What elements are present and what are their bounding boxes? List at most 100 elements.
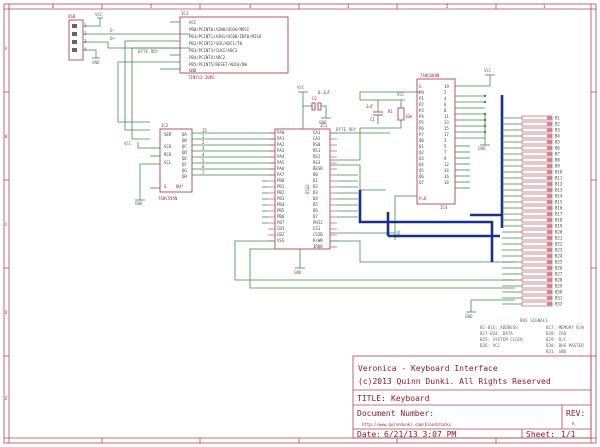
via-right-pin: CS1 <box>313 226 321 231</box>
bus-signals-title: BUS SIGNALS <box>520 318 548 323</box>
shift-ref: IC2 <box>161 123 169 128</box>
latch-pin: Q5 <box>419 168 424 173</box>
bus-signal-entry: B28: IRQ <box>546 331 567 336</box>
usb-connector: USB 1 2 3 4 <box>68 14 87 61</box>
via-right-pins: CA1CA2RS0RS1RS2RS3RESBD0D1D2D3D4D5D6D7PH… <box>313 130 358 249</box>
tiny-name: TINY13-20PU <box>188 75 215 80</box>
doc-url: http://www.quinndunki.com/blondihacks <box>362 422 452 427</box>
shift-left-pin: RCK <box>164 152 172 157</box>
shift-name: 74HC595N <box>158 196 178 201</box>
bus-finger-contact <box>547 278 552 282</box>
latch-pin: P3 <box>419 108 424 113</box>
usb-wires: VCC D- D+ GND <box>83 12 190 65</box>
c2-label: C2 <box>312 96 317 101</box>
bus-signal-entry: B26: VCC <box>480 343 501 348</box>
date-label: Date: <box>357 430 381 439</box>
gnd-label: GND <box>319 120 327 125</box>
latch-pin-num: 15 <box>444 126 449 131</box>
bus-finger-contact <box>547 188 552 192</box>
vcc-label: VCC <box>297 85 305 90</box>
frame-tick: 4 <box>249 4 252 9</box>
tiny-pin: GND <box>189 68 197 73</box>
r1-value: 10k <box>405 114 413 119</box>
shift-wires: GND VCC 15 1 2 3 4 5 6 7 <box>124 128 275 206</box>
bus-pin-label: B10 <box>555 169 563 174</box>
shift-left-pin: SER <box>164 132 172 137</box>
tiny-pin: PB0/PCINT0/AIN0/OC0A/MOSI <box>189 27 250 32</box>
c1-value: 1uF <box>366 104 374 109</box>
usb-ref: USB <box>68 14 76 19</box>
shift-right-pin: QD <box>182 150 187 155</box>
bus-pin-label: B21 <box>555 235 563 240</box>
latch-pin: P5 <box>419 120 424 125</box>
latch-pin: G <box>419 84 422 89</box>
frame-tick: 1 <box>543 4 546 9</box>
via-left-pin: VSS <box>277 238 285 243</box>
vcc-label: VCC <box>397 92 405 97</box>
shift-left-pin: G <box>164 184 167 189</box>
latch-pin-num: 9 <box>444 156 447 161</box>
shift-right-pin: QE <box>182 156 187 161</box>
bus-finger-contact <box>547 164 552 168</box>
latch-pin: Q2 <box>419 150 424 155</box>
bus-finger-contact <box>547 272 552 276</box>
bus-pin-label: B31 <box>555 295 563 300</box>
bus-finger-contact <box>547 296 552 300</box>
bus-pin-label: B8 <box>555 157 560 162</box>
project-title: Veronica - Keyboard Interface <box>358 364 498 373</box>
bus-signal-entry: B29: R/C <box>546 337 567 342</box>
latch-pin: P7 <box>419 132 424 137</box>
latch-pin-num: 4 <box>444 96 447 101</box>
bus-pin-label: B4 <box>555 133 560 138</box>
r1-label: R1 <box>388 109 393 114</box>
via-left-pin: CB2 <box>277 232 285 237</box>
latch-pin: P2 <box>419 102 424 107</box>
latch-pin: Q7 <box>419 180 424 185</box>
bus-finger-contact <box>547 158 552 162</box>
bus-finger-contact <box>547 116 552 120</box>
bus-pin-label: B20 <box>555 229 563 234</box>
via-right-pin: D1 <box>313 178 318 183</box>
title-value: Keyboard <box>391 394 430 403</box>
bus-pin-label: B18 <box>555 217 563 222</box>
shift-register-chip: IC2 SER SCK RCK SCL G QA QB QC QD QE QF … <box>158 123 193 201</box>
shift-qh-star: QH* <box>176 184 184 189</box>
via-right-pin: D4 <box>313 196 318 201</box>
comparator-wires: VCC GND <box>394 68 495 240</box>
bus-signal-entry: B25: SYSTEM CLOCK <box>480 337 523 342</box>
frame-tick-labels: 6 5 4 3 2 1 A B C D E <box>5 4 546 401</box>
bus-pin-label: B30 <box>555 289 563 294</box>
bus-connector: B1B2B3B4B5B6B7B8B9B10B11B12B13B14B15B16B… <box>502 115 563 306</box>
power-passives: VCC C2 0.1uF GND C1 1uF VCC R1 10k <box>297 85 420 161</box>
bus-pin-label: B13 <box>555 187 563 192</box>
frame-letter: C <box>5 222 8 227</box>
shift-left-pin: SCL <box>164 160 172 165</box>
bus-finger-contact <box>547 176 552 180</box>
gnd-label: GND <box>478 146 486 151</box>
shift-pin-num: 6 <box>202 164 205 169</box>
via-left-pin: PA5 <box>277 160 285 165</box>
shift-right-pin: QF <box>182 162 187 167</box>
usb-pin: 3 <box>84 39 87 44</box>
tiny-pin: PB3/PCINT3/CLKI/ADC3 <box>189 48 238 53</box>
bus-pin-label: B28 <box>555 277 563 282</box>
bus-finger-contact <box>547 248 552 252</box>
bus-pin-label: B5 <box>555 139 560 144</box>
via-left-pin: PB3 <box>277 196 285 201</box>
bus-finger-contact <box>547 122 552 126</box>
shift-right-pin: QA <box>182 132 187 137</box>
via-right-pin: D5 <box>313 202 318 207</box>
bus-finger-contact <box>547 128 552 132</box>
frame-tick: 6 <box>52 4 55 9</box>
gnd-label: GND <box>92 60 100 65</box>
shift-right-pin: QC <box>182 144 187 149</box>
via-left-pin: PA4 <box>277 154 285 159</box>
bus-finger-contact <box>547 224 552 228</box>
bus-finger-contact <box>547 206 552 210</box>
via-right-pin: D3 <box>313 190 318 195</box>
tiny-pin: PB2/PCINT2/SCK/ADC1/T0 <box>189 41 243 46</box>
comparator-chip: 74HC688N P=Q IC4 <box>416 73 456 210</box>
via-right-pin: D0 <box>313 172 318 177</box>
via-name: 6522 <box>305 184 310 194</box>
latch-pin-num: 18 <box>444 180 449 185</box>
